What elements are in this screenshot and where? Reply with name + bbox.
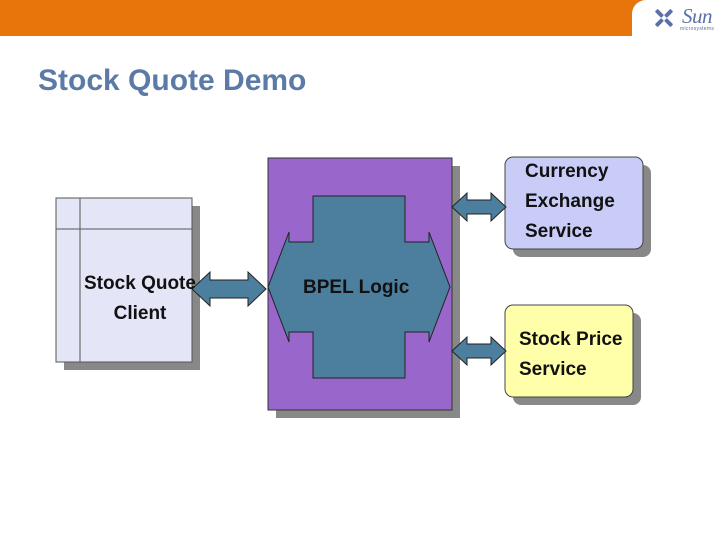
bpel-cross-arrow <box>267 195 451 379</box>
currency-label-line2: Exchange <box>525 191 615 212</box>
slide-title: Stock Quote Demo <box>38 64 307 97</box>
currency-label-line1: Currency <box>525 161 609 182</box>
client-bpel-arrow <box>191 270 267 308</box>
logo-tab <box>632 0 728 38</box>
currency-label: Currency Exchange Service <box>525 157 615 247</box>
price-label: Stock Price Service <box>519 325 623 385</box>
price-label-line2: Service <box>519 359 587 380</box>
price-service-box <box>504 304 641 405</box>
currency-service-box <box>504 156 651 257</box>
currency-label-line3: Service <box>525 221 593 242</box>
client-box <box>55 197 200 370</box>
price-label-line1: Stock Price <box>519 329 623 350</box>
top-bar <box>0 0 728 36</box>
sun-logo-icon <box>655 9 673 27</box>
sun-logo-text: Sun <box>682 4 713 28</box>
bpel-price-arrow <box>451 335 507 367</box>
client-label-line1: Stock Quote <box>84 273 196 294</box>
client-label-line2: Client <box>113 303 167 324</box>
sun-logo-tagline: microsystems <box>680 26 715 32</box>
bpel-currency-arrow <box>451 191 507 223</box>
bpel-label: BPEL Logic <box>303 277 410 298</box>
client-label: Stock Quote Client <box>70 269 210 329</box>
